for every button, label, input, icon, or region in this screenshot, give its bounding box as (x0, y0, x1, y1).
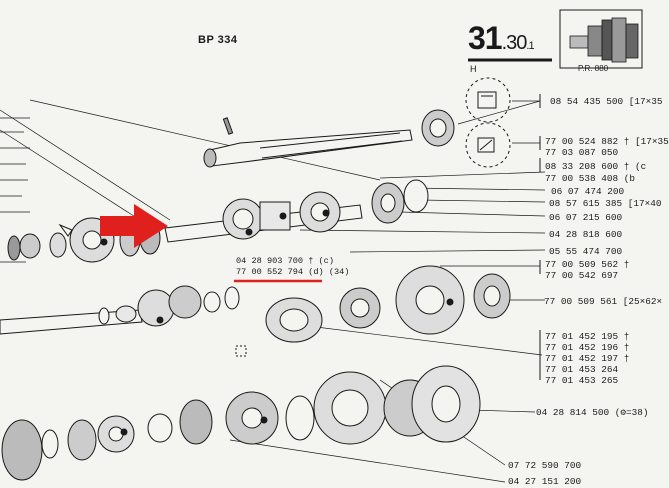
part-number: 77 01 452 197 † (545, 353, 630, 364)
part-number: 77 01 452 196 † (545, 342, 630, 353)
seal-detail-top (465, 77, 511, 123)
model-code: BP 334 (198, 34, 238, 46)
part-number: 06 07 474 200 (551, 186, 625, 197)
part-number: 04 28 814 500 (⚙=38) (536, 407, 649, 418)
part-number: 06 07 215 600 (549, 212, 623, 223)
section-number: 31.30.1 (468, 20, 535, 57)
thumbnail-drawing-icon (569, 17, 639, 63)
part-number: 77 00 542 697 (545, 270, 619, 281)
callout-line-2: 77 00 552 794 (d) (34) (236, 267, 350, 277)
section-letter: H (470, 64, 477, 74)
secondary-shaft (164, 179, 429, 243)
synchro-assembly (235, 265, 511, 357)
part-number: 77 00 538 408 (b (545, 173, 636, 184)
countershaft (0, 285, 240, 335)
part-number: 07 72 590 700 (508, 460, 582, 471)
parts-catalog-page: BP 334 31.30.1 H P.R. 880 04 28 903 700 … (0, 9, 669, 487)
seal-detail-bottom (465, 122, 511, 168)
part-number: 77 01 453 265 (545, 375, 619, 386)
part-number: 77 01 453 264 (545, 364, 619, 375)
part-number: 77 00 509 561 [25×62× (544, 296, 663, 307)
highlight-arrow-icon (100, 204, 168, 248)
part-number: 77 01 452 195 † (545, 331, 630, 342)
pr-reference: P.R. 880 (578, 64, 609, 73)
section-sub: .30 (501, 32, 528, 54)
part-number: 08 33 208 600 † (c (545, 161, 647, 172)
part-number: 04 27 151 200 (508, 476, 582, 487)
highlighted-part-callout: 04 28 903 700 † (c) 77 00 552 794 (d) (3… (236, 256, 349, 278)
part-number: 77 00 509 562 † (545, 259, 630, 270)
primary-shaft (203, 117, 413, 168)
part-number: 08 54 435 500 [17×35 (550, 96, 663, 107)
part-number: 08 57 615 385 [17×40 (549, 198, 662, 209)
part-number: 04 28 818 600 (549, 229, 623, 240)
lower-gears (1, 365, 481, 481)
left-frame (0, 117, 30, 263)
part-number: 77 00 524 882 † [17×35 (545, 136, 669, 147)
bearing-top (421, 109, 455, 147)
section-suffix: .1 (526, 40, 534, 52)
part-number: 05 55 474 700 (549, 246, 623, 257)
callout-line-1: 04 28 903 700 † (c) (236, 256, 334, 266)
section-main: 31 (468, 20, 503, 56)
part-number: 77 03 087 050 (545, 147, 619, 158)
exploded-drawing (0, 9, 643, 483)
